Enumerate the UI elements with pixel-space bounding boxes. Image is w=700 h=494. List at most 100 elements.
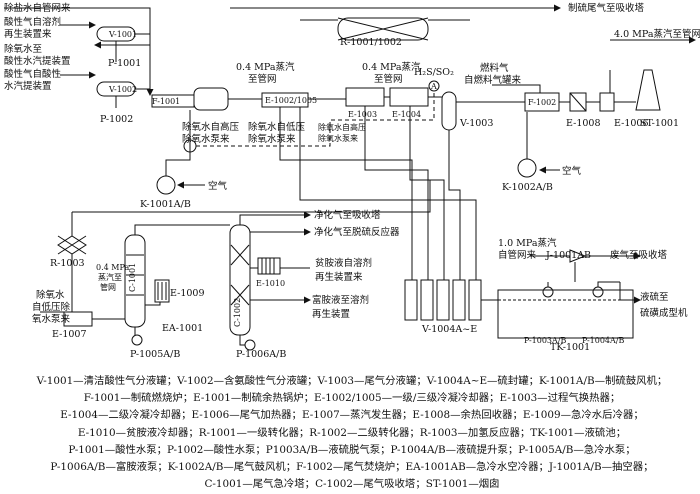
reactor-r1003	[57, 235, 87, 255]
label-hp-pump-2: 除氧水泵来	[182, 133, 230, 145]
line-to-r1003	[72, 180, 431, 213]
line-p1006	[239, 335, 245, 346]
label-p1004: P-1004A/B	[582, 336, 624, 345]
label-clean-gas-1: 净化气至吸收塔	[314, 209, 381, 221]
seal-pot-1	[404, 279, 418, 321]
label-steam04-c2: 蒸汽至	[98, 272, 122, 282]
label-deox-water-1: 除氧水至	[4, 43, 42, 55]
label-f1001: F-1001	[152, 97, 180, 106]
label-e1009: E-1009	[170, 288, 205, 299]
line-seal-4	[448, 130, 461, 280]
label-deox-hp-1: 除氧水自高压	[318, 122, 366, 132]
exchanger-e1004	[389, 87, 429, 107]
seal-pot-5	[468, 279, 482, 321]
label-liquid-sulfur-1: 液硫至	[640, 291, 669, 303]
label-steam04-b1: 0.4 MPa蒸汽	[362, 61, 421, 73]
label-liquid-sulfur-2: 硫磺成型机	[640, 307, 688, 319]
vessel-v1003	[441, 91, 457, 131]
label-st1001: ST-1001	[640, 118, 679, 129]
label-acid-water-1: 酸性气自酸性	[4, 68, 62, 80]
label-ea1001: EA-1001	[162, 323, 203, 334]
pump-p1004	[592, 286, 604, 298]
line-demin-water	[4, 7, 154, 96]
label-deox-hp-2: 除氧水泵来	[318, 133, 358, 143]
legend-line-2: F-1001—制硫燃烧炉；E-1001—制硫余热锅炉；E-1002/1005—一…	[83, 392, 621, 405]
label-v1002: V-1002	[108, 85, 137, 94]
analyzer-a	[428, 80, 440, 92]
legend-line-7: C-1001—尾气急冷塔；C-1002—尾气吸收塔；ST-1001—烟囱	[204, 478, 500, 491]
label-deox-lp-2: 自低压除	[32, 301, 71, 313]
label-deox-water-2: 酸性水汽提装置	[4, 55, 71, 67]
line-exchangers	[308, 96, 390, 100]
label-fuel-2: 自燃料气罐来	[464, 74, 522, 86]
label-rich-amine-2: 再生装置	[312, 308, 350, 320]
label-p1003: P-1003A/B	[524, 336, 566, 345]
sulfur-pit-tk1001	[497, 289, 634, 339]
reactor-r1003-cross	[57, 235, 87, 255]
line-k1001-up	[165, 110, 191, 176]
label-steam04-a1: 0.4 MPa蒸汽	[236, 61, 295, 73]
pump-p1005	[131, 334, 143, 346]
label-f1002: F-1002	[528, 98, 556, 107]
label-valve-a: A	[430, 82, 437, 91]
legend-line-1: V-1001—清洁酸性气分液罐；V-1002—含氨酸性气分液罐；V-1003—尾…	[36, 375, 668, 387]
stack-st1001	[635, 69, 661, 111]
label-e1010: E-1010	[256, 279, 285, 288]
line-seal-1	[279, 107, 413, 280]
label-steam40: 4.0 MPa蒸汽至管网	[614, 28, 700, 40]
label-e1006: E-1006	[614, 118, 649, 129]
label-steam10-1: 1.0 MPa蒸汽	[498, 237, 557, 249]
label-air2: 空气	[562, 165, 582, 177]
label-c1002: C-1002	[233, 298, 242, 327]
label-steam04-c1: 0.4 MPa	[96, 263, 129, 272]
line-fuel-gas	[492, 84, 541, 93]
cooler-e1010	[257, 257, 281, 275]
line-e1009	[145, 302, 161, 306]
label-e1003: E-1003	[348, 110, 377, 119]
label-tk1001: TK-1001	[550, 342, 590, 353]
line-clean-gas-1	[239, 211, 311, 225]
heater-e1006	[599, 92, 615, 112]
line-seal-5	[299, 107, 477, 280]
e1008-diag	[569, 92, 587, 112]
label-e1004: E-1004	[392, 110, 421, 119]
label-c1001: C-1001	[128, 263, 137, 292]
label-deox-lp-3: 氧水泵来	[32, 313, 71, 325]
label-lean-amine-1: 贫胺液自溶剂	[315, 257, 372, 269]
pump-p1003	[542, 286, 554, 298]
line-seal-3	[409, 106, 445, 280]
label-lp-pump-2: 除氧水泵来	[248, 133, 296, 145]
label-acid-water-2: 水汽提装置	[4, 80, 52, 92]
label-acid-strip-1: 酸性气自溶剂	[4, 16, 61, 28]
seal-pot-2	[420, 279, 434, 321]
label-steam10-2: 自管网来	[498, 249, 537, 261]
label-r1003: R-1003	[50, 258, 85, 269]
blower-k1002	[517, 158, 537, 178]
label-k1002: K-1002A/B	[502, 182, 553, 193]
label-p1001: P-1001	[108, 58, 141, 69]
e1010-fins	[261, 258, 275, 274]
legend-line-5: P-1001—酸性水泵；P-1002—酸性水泵；P1003A/B—液硫脱气泵；P…	[68, 443, 636, 456]
line-seal-2	[364, 106, 429, 280]
label-lean-amine-2: 再生装置来	[315, 271, 363, 283]
line-liquid-sulfur	[619, 282, 641, 304]
ejector-j1001	[569, 249, 587, 263]
label-deox-lp-1: 除氧水	[36, 289, 65, 301]
label-r1001: R-1001/1002	[340, 37, 402, 48]
label-clean-gas-2: 净化气至脱硫反应器	[314, 226, 400, 238]
cooler-e1009	[154, 279, 170, 303]
c1001-trays	[126, 254, 144, 296]
label-waste-gas: 废气至吸收塔	[610, 249, 668, 261]
legend-line-6: P-1006A/B—富胺液泵；K-1002A/B—尾气鼓风机；F-1002—尾气…	[50, 461, 654, 474]
label-steam04-c3: 管网	[100, 282, 116, 292]
label-steam04-a2: 至管网	[248, 73, 277, 85]
label-h2s: H₂S/SO₂	[414, 67, 454, 78]
label-acid-strip-2: 再生装置来	[4, 28, 52, 40]
label-k1001: K-1001A/B	[140, 199, 191, 210]
e1009-fins	[157, 282, 167, 300]
label-v1004: V-1004A~E	[421, 324, 477, 335]
label-e1007: E-1007	[52, 329, 87, 340]
label-j1001: J-1001AB	[545, 250, 591, 261]
legend-line-3: E-1004—二级冷凝冷却器；E-1006—尾气加热器；E-1007—蒸汽发生器…	[60, 409, 644, 422]
